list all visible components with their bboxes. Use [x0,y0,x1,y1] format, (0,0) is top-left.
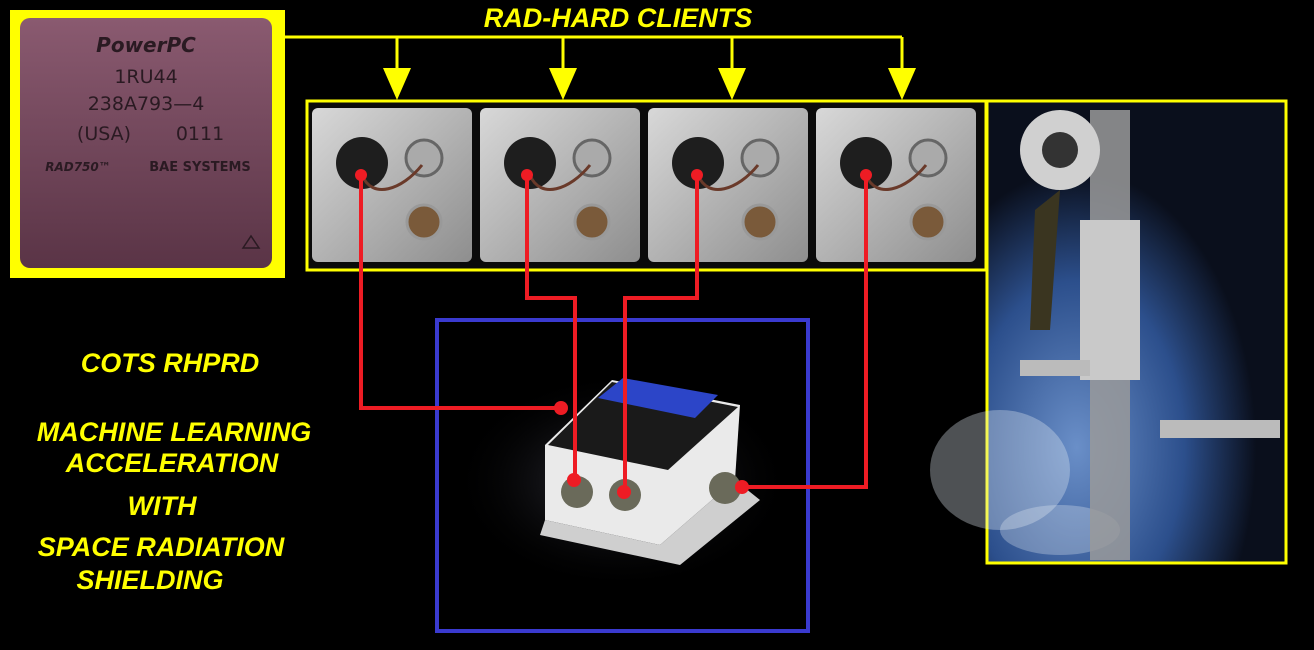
chip-model: RAD750™ [45,160,111,174]
client-units [312,108,976,262]
chip-line1: 1RU44 [114,66,177,88]
powerpc-chip-image: PowerPC 1RU44 238A793—4 (USA) 0111 RAD75… [10,10,285,278]
connector-dot [355,169,367,181]
red-wires [359,175,868,492]
iss-image [930,99,1288,565]
connector-dot [617,485,631,499]
label-acceleration: ACCELERATION [65,448,279,478]
label-shielding: SHIELDING [76,565,223,595]
arrow-down-icon [549,68,577,100]
triangle-icon [241,234,261,249]
connector-dot [554,401,568,415]
client-unit-panel [816,108,976,262]
title-rad-hard-clients: RAD-HARD CLIENTS [484,3,752,33]
label-space-radiation: SPACE RADIATION [38,532,285,562]
rhprd-device-image [452,360,792,580]
connector-dot [860,169,872,181]
connector-dot [521,169,533,181]
arrow-down-icon [383,68,411,100]
label-cots-rhprd: COTS RHPRD [81,348,260,378]
chip-line3-left: (USA) [77,123,131,145]
label-with: WITH [128,491,197,521]
chip-maker: BAE SYSTEMS [149,160,251,175]
connector-dot [735,480,749,494]
chip-line3-right: 0111 [176,123,224,145]
arrow-down-icon [888,68,916,100]
client-unit-panel [648,108,808,262]
arrow-down-icon [718,68,746,100]
client-unit-panel [480,108,640,262]
label-machine-learning: MACHINE LEARNING [37,417,312,447]
client-unit-panel [312,108,472,262]
chip-line2: 238A793—4 [88,93,205,115]
yellow-bus [285,35,904,72]
connector-dot [567,473,581,487]
connector-dot [691,169,703,181]
chip-brand: PowerPC [96,33,196,57]
